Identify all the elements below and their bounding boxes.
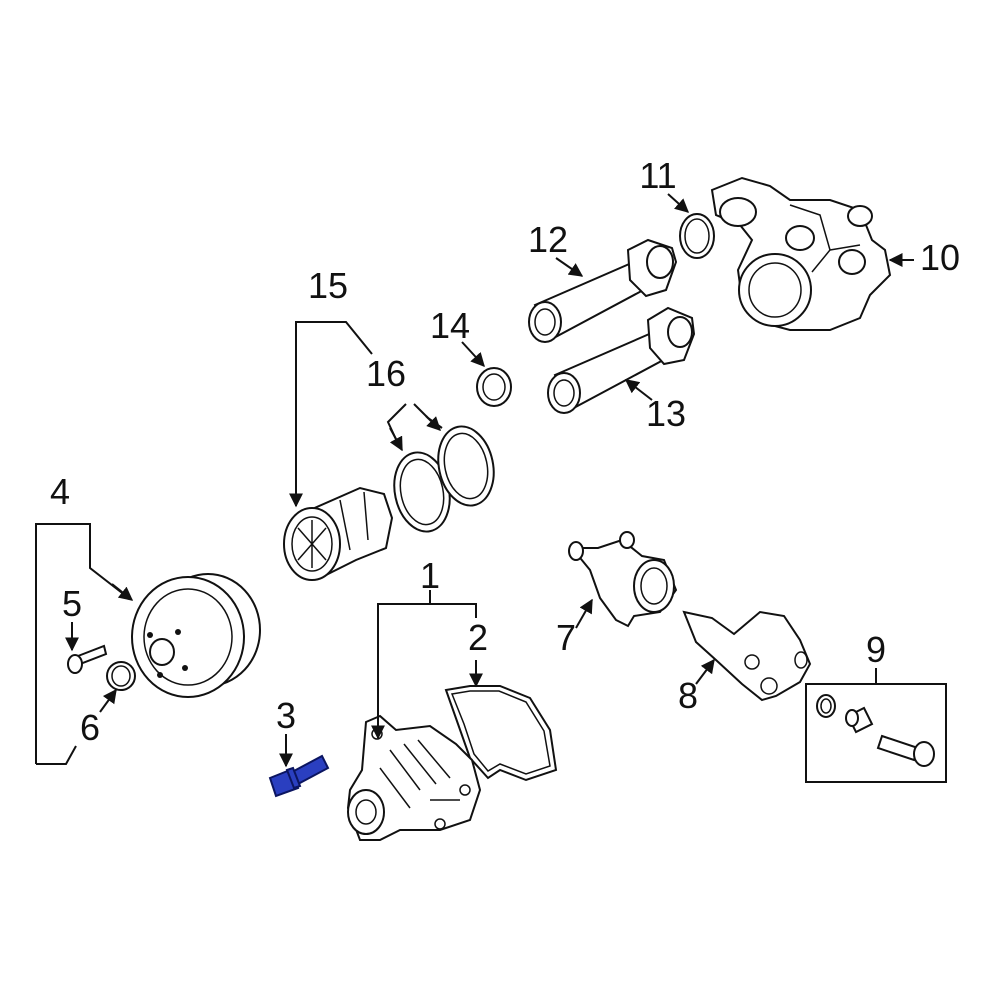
callout-13: 13 [646, 393, 686, 434]
cap-part-6[interactable] [106, 661, 136, 691]
bracket-part-8[interactable] [682, 610, 812, 702]
callout-2: 2 [468, 617, 488, 658]
callout-16: 16 [366, 353, 406, 394]
coolant-pipe-part-12[interactable] [528, 238, 678, 343]
water-pump-part-1[interactable] [346, 714, 482, 841]
callout-5: 5 [62, 583, 82, 624]
callout-12: 12 [528, 219, 568, 260]
callout-4: 4 [50, 471, 70, 512]
bolt-part-3-highlighted[interactable] [268, 754, 330, 798]
gasket-part-2[interactable] [444, 685, 558, 782]
bolt-part-5[interactable] [67, 644, 108, 674]
thermostat-part-15[interactable] [283, 486, 394, 581]
callout-3: 3 [276, 695, 296, 736]
o-ring-part-16b[interactable] [431, 421, 500, 510]
outlet-housing-part-7[interactable] [568, 531, 678, 628]
callout-7: 7 [556, 617, 576, 658]
callout-11: 11 [639, 155, 676, 196]
callout-14: 14 [430, 305, 470, 346]
callout-1: 1 [420, 555, 440, 596]
o-ring-part-16a[interactable] [387, 447, 456, 536]
callout-15: 15 [308, 265, 348, 306]
coolant-pipe-part-13[interactable] [547, 306, 696, 414]
part-9-kit-box[interactable] [805, 683, 947, 783]
callout-6: 6 [80, 707, 100, 748]
retaining-clip-part-14[interactable] [476, 367, 512, 407]
callout-8: 8 [678, 675, 698, 716]
pulley-part-4[interactable] [131, 573, 261, 698]
thermostat-housing-part[interactable] [710, 176, 892, 331]
callout-labels: 1 2 3 4 5 6 7 8 9 10 11 12 13 14 15 16 [50, 155, 960, 748]
leader-lines [35, 193, 914, 768]
callout-10: 10 [920, 237, 960, 278]
o-ring-part-11[interactable] [679, 213, 715, 259]
callout-9: 9 [866, 629, 886, 670]
